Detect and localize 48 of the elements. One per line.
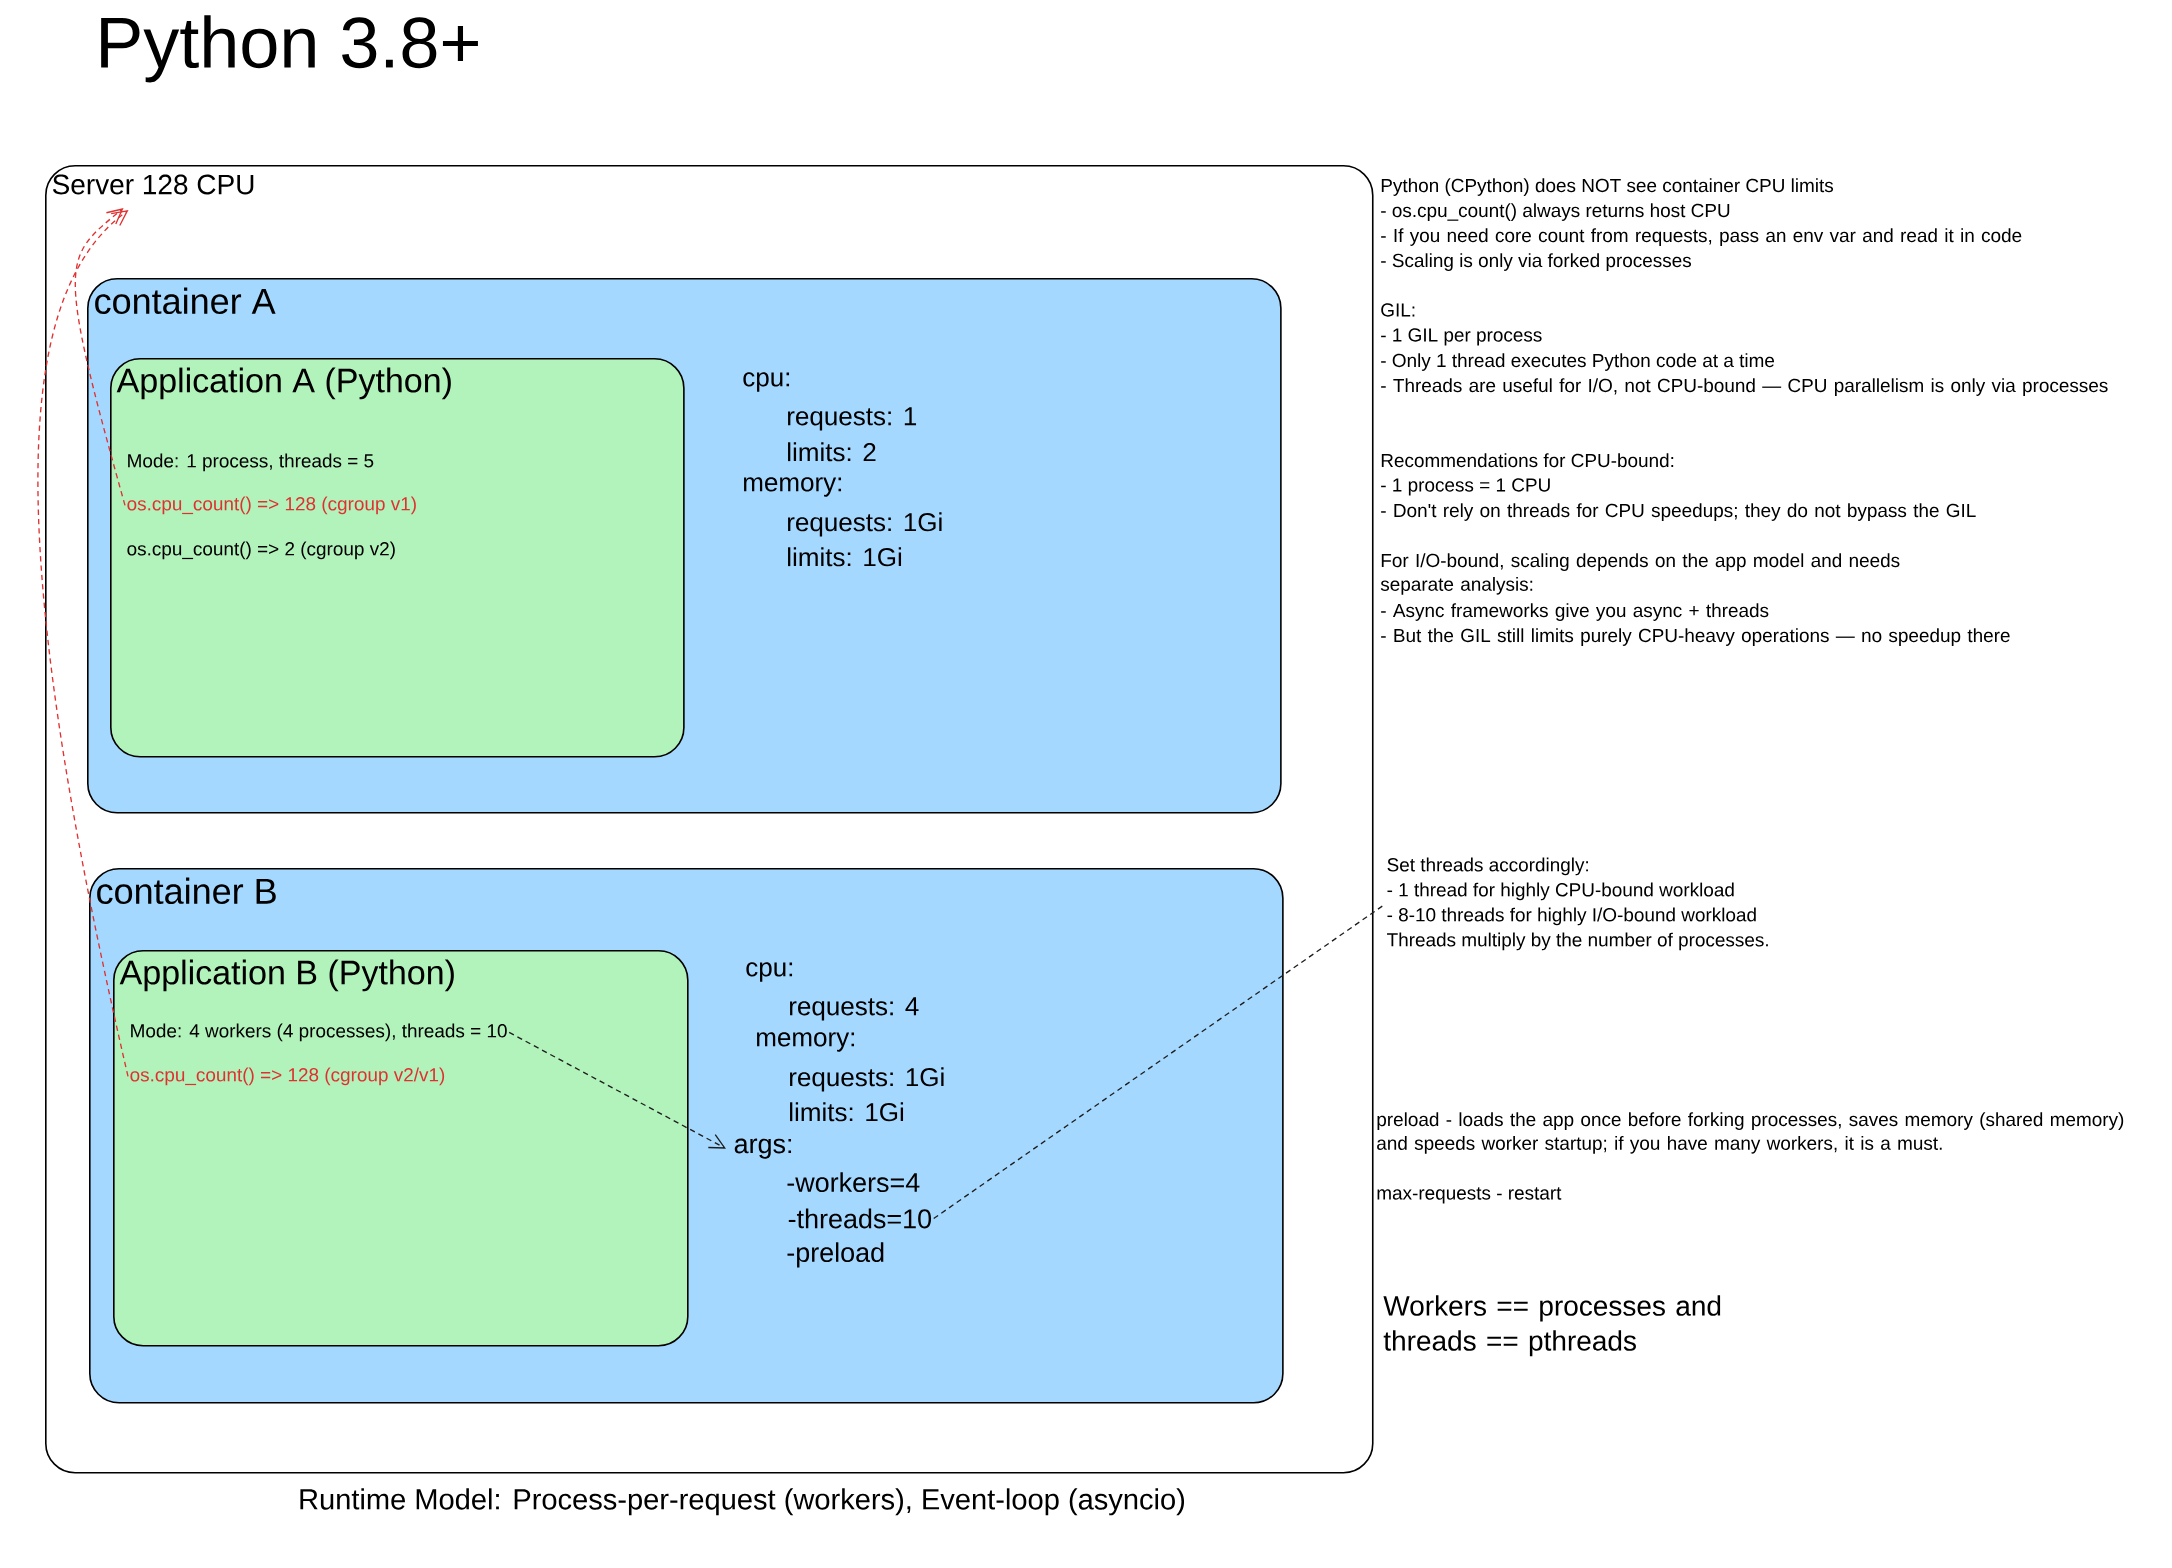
config-text: limits: 2 (788, 442, 876, 462)
config-text: args: (734, 1138, 791, 1159)
note-text: - Only 1 thread executes Python code at a time (1381, 353, 1775, 371)
note-text: Workers == processes and threads == pthreads (1383, 1295, 1721, 1357)
box-heading: container A (95, 287, 276, 315)
note-text: - Scaling is only via forked processes (1381, 253, 1692, 271)
config-text: -workers=4 (787, 1172, 920, 1193)
note-text: - If you need core count from requests, pass an env var and read it in code (1381, 228, 2022, 246)
box-heading: Server 128 CPU (52, 174, 254, 195)
box-heading: Application A (Python) (116, 367, 451, 400)
config-text: requests: 1Gi (790, 1067, 944, 1092)
config-text: requests: 4 (790, 997, 919, 1021)
note-text: Set threads accordingly: - 1 thread for highly CPU-bound workload - 8-10 threads for highly I/O-bound workload Threads multiply by the number of processes. (1387, 857, 1768, 951)
note-text: - Don't rely on threads for CPU speedups; they do not bypass the GIL (1381, 503, 1976, 521)
config-text: requests: 1Gi (788, 512, 942, 537)
config-text: -preload (787, 1242, 884, 1268)
code-text: os.cpu_count() => 128 (cgroup v2/v1) (130, 1067, 445, 1086)
caption: Runtime Model: Process-per-request (workers), Event-loop (asyncio) (300, 1488, 1185, 1516)
note-text: - 1 GIL per process (1381, 328, 1542, 346)
note-text: For I/O-bound, scaling depends on the app model and needs separate analysis: (1380, 553, 1900, 595)
title: Python 3.8+ (101, 15, 478, 83)
config-text: cpu: (746, 962, 793, 982)
note-text: - os.cpu_count() always returns host CPU (1381, 203, 1730, 221)
note-text: - 1 process = 1 CPU (1381, 478, 1550, 496)
code-text: os.cpu_count() => 128 (cgroup v1) (127, 496, 416, 515)
config-text: cpu: (743, 372, 790, 392)
config-text: limits: 1Gi (788, 547, 902, 567)
note-text: - Async frameworks give you async + threads (1381, 603, 1769, 621)
arrow (74, 208, 126, 507)
note-text: Recommendations for CPU-bound: (1381, 453, 1674, 468)
box-heading: Application B (Python) (119, 959, 454, 992)
note-text: GIL: (1381, 303, 1415, 317)
note-text: Python (CPython) does NOT see container CPU limits (1381, 178, 1834, 196)
mode-text: Mode: 4 workers (4 processes), threads = 10 (131, 1023, 507, 1042)
note-text: preload - loads the app once before forking processes, saves memory (shared memory) and speeds worker startup; if you have many workers, it is a must. (1377, 1112, 2124, 1154)
box-heading: container B (97, 877, 276, 905)
arrow (37, 210, 129, 1078)
arrow (508, 1031, 726, 1149)
config-text: -threads=10 (788, 1208, 932, 1229)
config-text: requests: 1 (788, 407, 917, 431)
body-text: os.cpu_count() => 2 (cgroup v2) (127, 541, 395, 560)
config-text: memory: (744, 477, 841, 497)
body-text: Mode: 1 process, threads = 5 (128, 453, 374, 472)
note-text: max-requests - restart (1377, 1187, 1562, 1204)
note-text: - Threads are useful for I/O, not CPU-bound — CPU parallelism is only via processes (1381, 378, 2108, 396)
config-text: limits: 1Gi (790, 1102, 904, 1122)
config-text: memory: (757, 1032, 854, 1052)
note-text: - But the GIL still limits purely CPU-heavy operations — no speedup there (1381, 628, 2010, 646)
